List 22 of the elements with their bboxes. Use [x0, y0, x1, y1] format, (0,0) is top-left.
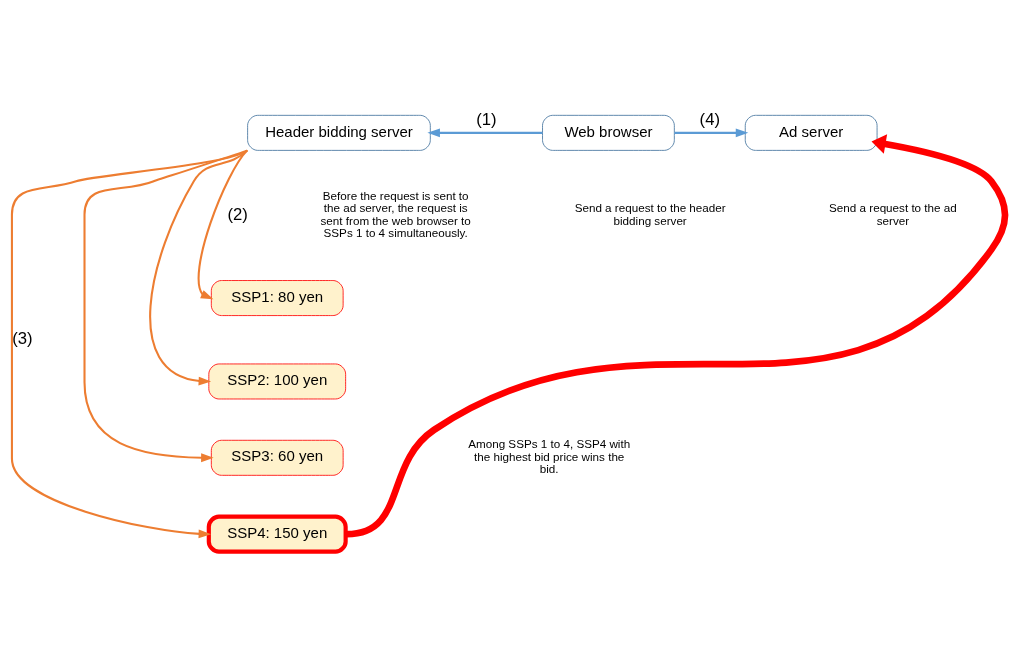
- edge-label: (1): [476, 109, 497, 129]
- label: Send a request to the ad server: [829, 200, 957, 227]
- edge-label: (4): [699, 109, 720, 129]
- label: Send a request to the header bidding server: [574, 200, 726, 227]
- node-box: SSP4: 150 yen: [206, 514, 348, 554]
- edge-label: (3): [12, 328, 33, 348]
- node-box: Web browser: [542, 114, 675, 151]
- arrow: [149, 149, 248, 385]
- edge-label: (2): [227, 204, 248, 224]
- label: Before the request is sent to the ad server, the request is sent from the web browser to SSPs 1 to 4 simultaneously.: [320, 188, 471, 239]
- arrow: [674, 127, 749, 137]
- node-box: SSP1: 80 yen: [210, 279, 344, 316]
- node-box: Ad server: [744, 114, 878, 151]
- arrow: [197, 149, 248, 299]
- node-box: SSP3: 60 yen: [210, 439, 344, 476]
- node-box: SSP2: 100 yen: [208, 363, 347, 399]
- arrow: [427, 127, 543, 137]
- arrow: [83, 148, 248, 462]
- arrow: [346, 133, 1009, 537]
- node-box: Header bidding server: [247, 114, 431, 151]
- arrow: [10, 148, 248, 538]
- label: Among SSPs 1 to 4, SSP4 with the highest bid price wins the bid.: [468, 436, 631, 475]
